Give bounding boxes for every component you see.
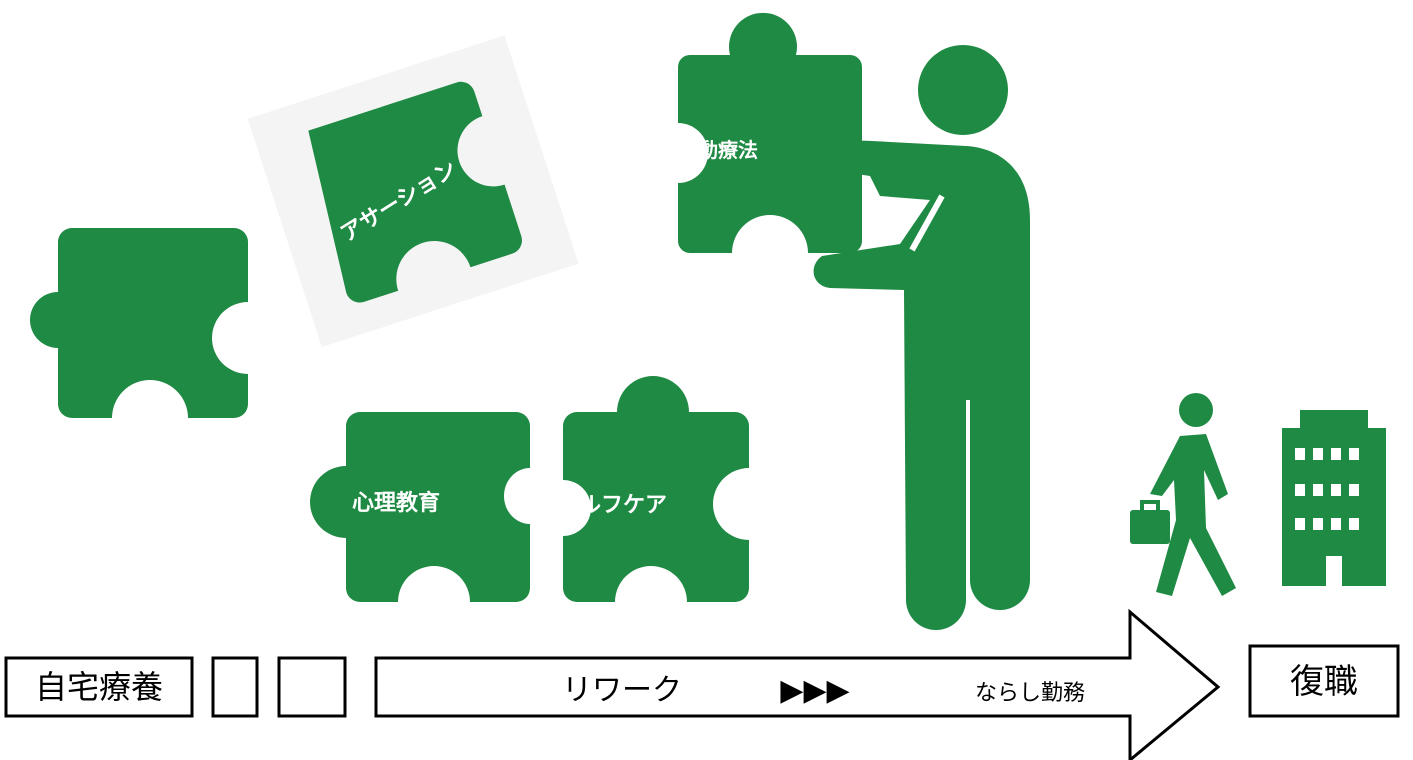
arrows-label: ▶▶▶ [780, 673, 849, 708]
walking-person-icon [1130, 393, 1236, 596]
empty-step-box [211, 656, 259, 718]
trial-work-label: ならし勤務 [975, 681, 1085, 706]
puzzle-piece-icon [563, 376, 749, 602]
person-arm-line [909, 194, 945, 252]
psychoeducation-label: 心理教育 [352, 490, 440, 516]
stage-return-label: 復職 [1290, 662, 1358, 702]
cbt-label: 認知行動療法 [638, 138, 758, 162]
puzzle-piece-icon [310, 412, 530, 602]
puzzle-piece-assertion: アサーション [247, 35, 579, 348]
progress-arrow [374, 608, 1221, 760]
stage-home-rest: 自宅療養 [4, 656, 194, 718]
puzzle-piece-plain [30, 228, 248, 418]
person-icon [813, 45, 1030, 630]
empty-step-box [277, 656, 347, 718]
puzzle-piece-icon [308, 81, 522, 303]
puzzle-piece-cbt: 認知行動療法 [638, 12, 862, 254]
selfcare-label: セルフケア [557, 493, 667, 518]
stage-return-to-work: 復職 [1248, 644, 1400, 718]
puzzle-piece-psychoeducation: 心理教育 [310, 412, 530, 602]
puzzle-piece-icon [678, 12, 862, 254]
stage-home-rest-label: 自宅療養 [35, 668, 163, 706]
puzzle-piece-icon [30, 228, 248, 418]
office-building-icon [1282, 410, 1386, 586]
puzzle-piece-selfcare: セルフケア [557, 376, 749, 602]
rework-label: リワーク [562, 673, 682, 708]
